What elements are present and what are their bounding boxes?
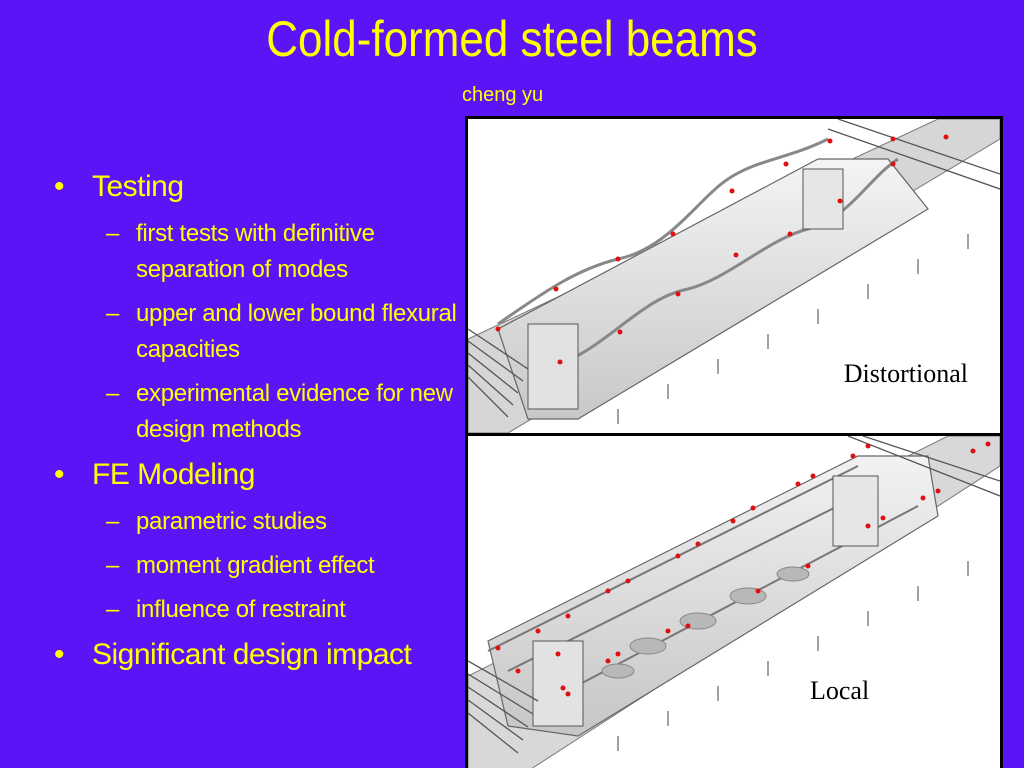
bullet-text: Testing [92,170,184,203]
bullet-list: •Testing –first tests with definitive se… [50,168,470,684]
sub-bullet-item: –parametric studies [50,504,470,540]
sub-bullet-text: moment gradient effect [136,552,375,579]
sub-bullet-text: parametric studies [136,508,327,535]
slide-author: cheng yu [462,84,544,106]
bullet-text: Significant design impact [92,638,412,671]
local-caption: Local [810,676,870,705]
sub-bullet-marker: – [106,380,120,407]
sub-bullet-item: –experimental evidence for new design me… [50,376,470,448]
local-beam-image [468,436,1000,768]
local-figure: Local [465,433,1003,768]
bullet-item: • FE Modeling [50,456,470,494]
sub-bullet-text: influence of restraint [136,596,346,623]
sub-bullet-marker: – [106,508,120,535]
bullet-marker: • [54,170,65,203]
sub-bullet-marker: – [106,300,120,327]
distortional-beam-image [468,119,1000,433]
sub-bullet-item: –upper and lower bound flexural capaciti… [50,296,470,368]
sub-bullet-text: upper and lower bound flexural capacitie… [136,300,457,363]
slide-title: Cold-formed steel beams [266,11,758,67]
distortional-figure: Distortional [465,116,1003,436]
bullet-item: • Testing [50,168,470,206]
sub-bullet-marker: – [106,552,120,579]
sub-bullet-marker: – [106,220,120,247]
sub-bullet-item: –moment gradient effect [50,548,470,584]
sub-bullet-item: –influence of restraint [50,592,470,628]
sub-bullet-marker: – [106,596,120,623]
sub-bullet-item: –first tests with definitive separation … [50,216,470,288]
bullet-marker: • [54,458,65,491]
bullet-marker: • [54,638,65,671]
bullet-text: FE Modeling [92,458,255,491]
bullet-item: • Significant design impact [50,636,470,674]
sub-bullet-text: experimental evidence for new design met… [136,380,453,443]
sub-bullet-text: first tests with definitive separation o… [136,220,375,283]
distortional-caption: Distortional [843,359,968,388]
